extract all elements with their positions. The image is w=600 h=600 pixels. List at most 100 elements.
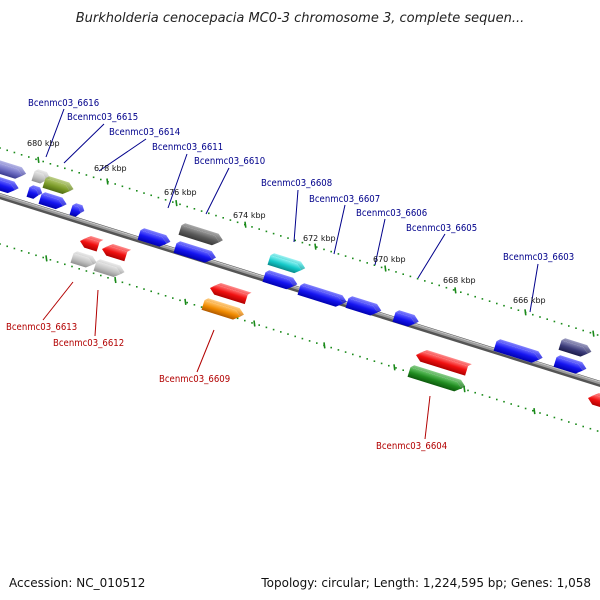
minor-tick: [575, 423, 577, 425]
gene-label-forward[interactable]: Bcenmc03_6606: [356, 208, 427, 219]
gene-label-forward[interactable]: Bcenmc03_6608: [261, 178, 332, 189]
gene-label-forward[interactable]: Bcenmc03_6611: [152, 142, 223, 153]
gene-label-forward[interactable]: Bcenmc03_6616: [28, 98, 99, 109]
minor-tick: [373, 360, 376, 362]
minor-tick: [186, 301, 188, 304]
minor-tick: [0, 243, 1, 245]
minor-tick: [568, 325, 570, 327]
gene-arrow[interactable]: [0, 157, 28, 181]
minor-tick: [244, 319, 246, 322]
gene-arrow[interactable]: [0, 175, 20, 195]
minor-tick: [200, 306, 203, 308]
gene-arrow[interactable]: [173, 240, 218, 265]
gene-arrow[interactable]: [79, 233, 104, 252]
gene-arrow[interactable]: [392, 309, 421, 329]
gene-arrow[interactable]: [178, 222, 225, 248]
minor-tick: [71, 169, 73, 172]
gene-arrow[interactable]: [553, 354, 588, 376]
minor-tick: [474, 391, 476, 394]
gene-arrow[interactable]: [297, 282, 349, 309]
major-tick: [314, 243, 317, 250]
minor-tick: [337, 349, 340, 351]
minor-tick: [467, 389, 469, 392]
gene-arrow[interactable]: [201, 297, 246, 322]
gene-arrow[interactable]: [26, 184, 44, 201]
minor-tick: [136, 190, 138, 192]
tick-labels: 680 kbp 678 kbp 676 kbp 674 kbp 672 kbp …: [27, 139, 546, 305]
gene-label-reverse[interactable]: Bcenmc03_6613: [6, 322, 77, 333]
minor-tick: [517, 405, 520, 407]
minor-tick: [402, 273, 404, 275]
gene-label-forward[interactable]: Bcenmc03_6603: [503, 252, 574, 263]
minor-tick: [258, 324, 260, 326]
minor-tick: [193, 208, 196, 210]
minor-tick: [128, 283, 131, 286]
minor-tick: [208, 212, 210, 215]
minor-tick: [71, 265, 73, 268]
minor-tick: [172, 201, 174, 203]
gene-arrow[interactable]: [267, 252, 307, 275]
gene-arrow[interactable]: [345, 295, 383, 318]
minor-tick: [388, 268, 390, 271]
gene-label-forward[interactable]: Bcenmc03_6614: [109, 127, 180, 138]
gene-arrow[interactable]: [587, 390, 600, 409]
gene-arrow[interactable]: [93, 258, 127, 279]
minor-tick: [172, 297, 174, 299]
tick-label: 670 kbp: [373, 255, 406, 264]
gene-label-forward[interactable]: Bcenmc03_6615: [67, 112, 138, 123]
minor-tick: [402, 369, 404, 371]
gene-label-forward[interactable]: Bcenmc03_6610: [194, 156, 265, 167]
gene-arrow[interactable]: [69, 202, 86, 218]
forward-gene-labels: Bcenmc03_6616 Bcenmc03_6615 Bcenmc03_661…: [28, 98, 574, 263]
minor-tick: [121, 281, 124, 284]
gene-arrow[interactable]: [137, 227, 172, 249]
major-tick: [184, 298, 187, 306]
minor-tick: [380, 362, 383, 365]
gene-arrow[interactable]: [42, 175, 76, 196]
tick-label: 680 kbp: [27, 139, 60, 148]
gene-label-reverse[interactable]: Bcenmc03_6609: [159, 374, 230, 385]
gene-label-reverse[interactable]: Bcenmc03_6604: [376, 441, 447, 452]
major-tick: [323, 342, 326, 349]
minor-tick: [128, 187, 131, 190]
minor-tick: [272, 328, 275, 331]
minor-tick: [35, 254, 37, 257]
gene-arrow[interactable]: [209, 280, 252, 305]
gene-label-reverse[interactable]: Bcenmc03_6612: [53, 338, 124, 349]
gene-label-forward[interactable]: Bcenmc03_6605: [406, 223, 477, 234]
major-tick: [524, 309, 527, 316]
gene-arrow[interactable]: [31, 168, 52, 185]
minor-tick: [92, 176, 95, 179]
gene-label-forward[interactable]: Bcenmc03_6607: [309, 194, 380, 205]
minor-tick: [467, 293, 469, 296]
gene-arrow[interactable]: [262, 269, 299, 292]
minor-tick: [78, 172, 80, 174]
minor-tick: [481, 298, 484, 300]
gene-arrow[interactable]: [70, 250, 99, 270]
minor-tick: [193, 304, 196, 306]
minor-tick: [179, 203, 181, 206]
minor-tick: [316, 246, 318, 248]
gene-arrow[interactable]: [101, 241, 132, 262]
minor-tick: [416, 277, 419, 280]
leader-line: [167, 153, 188, 209]
gene-arrow[interactable]: [38, 191, 69, 211]
minor-tick: [236, 221, 239, 224]
leader-line: [529, 263, 539, 313]
gene-arrow[interactable]: [407, 364, 467, 394]
minor-tick: [0, 147, 1, 149]
label-leader-lines: [42, 108, 539, 440]
minor-tick: [431, 282, 433, 284]
minor-tick: [136, 286, 138, 288]
major-tick: [454, 287, 457, 294]
minor-tick: [344, 351, 347, 353]
gene-arrow[interactable]: [493, 338, 545, 365]
tick-label: 666 kbp: [513, 296, 546, 305]
minor-tick: [258, 228, 260, 230]
gene-arrow[interactable]: [415, 347, 472, 376]
minor-tick: [6, 245, 8, 248]
gene-arrow[interactable]: [558, 337, 593, 359]
minor-tick: [92, 272, 95, 275]
minor-tick: [49, 163, 52, 165]
